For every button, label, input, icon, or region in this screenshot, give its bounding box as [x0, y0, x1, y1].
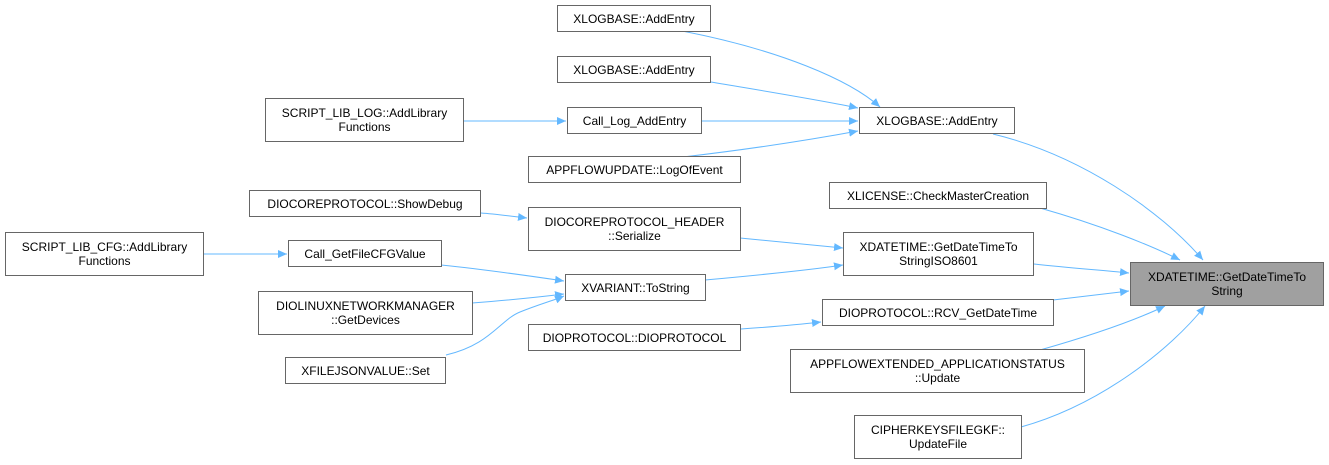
script-lib-cfg-node[interactable]: SCRIPT_LIB_CFG::AddLibrary Functions	[5, 232, 204, 276]
appflowextended-update-label-2: ::Update	[914, 371, 961, 385]
xfilejsonvalue-set-node[interactable]: XFILEJSONVALUE::Set	[285, 357, 446, 384]
xdatetime-getdatetimetostring-focus-node: XDATETIME::GetDateTimeTo String	[1130, 262, 1324, 306]
edge-xfilejson-to-xvariant	[445, 295, 565, 356]
xlogbase-addentry-main-node[interactable]: XLOGBASE::AddEntry	[859, 107, 1015, 134]
xlogbase-addentry-second-label: XLOGBASE::AddEntry	[573, 62, 695, 77]
diocoreprotocol-showdebug-node[interactable]: DIOCOREPROTOCOL::ShowDebug	[249, 190, 481, 217]
xfilejsonvalue-set-label: XFILEJSONVALUE::Set	[301, 363, 430, 378]
xdatetime-iso8601-label-2: StringISO8601	[899, 254, 978, 268]
edge-main-to-target	[992, 133, 1204, 261]
edge-iso8601-to-target	[1033, 263, 1130, 277]
xlogbase-addentry-top-label: XLOGBASE::AddEntry	[573, 11, 695, 26]
dioprotocol-rcv-getdatetime-label: DIOPROTOCOL::RCV_GetDateTime	[838, 305, 1038, 320]
edge-call-cfg-to-xvariant	[440, 264, 565, 284]
edge-showdebug-to-header	[480, 212, 528, 221]
edge-appflowupdate-to-main	[682, 128, 859, 158]
call-log-addentry-label: Call_Log_AddEntry	[582, 113, 687, 128]
cipherkeysfilegkf-label-2: UpdateFile	[908, 437, 968, 451]
edge-xlogbase-second-to-main	[710, 81, 859, 111]
edge-appflowextended-to-target	[1039, 305, 1166, 351]
appflowextended-update-label-1: APPFLOWEXTENDED_APPLICATIONSTATUS	[810, 357, 1065, 371]
xlogbase-addentry-main-label: XLOGBASE::AddEntry	[876, 113, 998, 128]
diocoreprotocol-header-serialize-node[interactable]: DIOCOREPROTOCOL_HEADER ::Serialize	[528, 207, 741, 251]
script-lib-log-label-1: SCRIPT_LIB_LOG::AddLibrary	[281, 106, 448, 120]
edge-xlogbase-top-to-main	[681, 30, 881, 108]
edge-diolinux-to-xvariant	[471, 291, 565, 304]
xvariant-tostring-label: XVARIANT::ToString	[581, 280, 690, 295]
edge-dioprotocol-to-rcv	[740, 319, 822, 330]
cipherkeysfilegkf-updatefile-node[interactable]: CIPHERKEYSFILEGKF:: UpdateFile	[854, 415, 1022, 459]
edge-xvariant-to-iso8601	[704, 262, 844, 281]
xlicense-checkmastercreation-label: XLICENSE::CheckMasterCreation	[846, 188, 1030, 203]
dioprotocol-dioprotocol-label: DIOPROTOCOL::DIOPROTOCOL	[542, 330, 727, 345]
script-lib-log-node[interactable]: SCRIPT_LIB_LOG::AddLibrary Functions	[265, 98, 464, 142]
diolinuxnetworkmanager-label-2: ::GetDevices	[331, 313, 400, 327]
xdatetime-getdatetimetostring-label-1: XDATETIME::GetDateTimeTo	[1147, 270, 1307, 284]
dioprotocol-rcv-getdatetime-node[interactable]: DIOPROTOCOL::RCV_GetDateTime	[822, 299, 1054, 326]
diolinuxnetworkmanager-getdevices-node[interactable]: DIOLINUXNETWORKMANAGER ::GetDevices	[258, 291, 473, 335]
edge-header-to-iso8601	[739, 237, 844, 252]
xdatetime-getdatetimetostring-label-2: String	[1211, 284, 1243, 298]
dioprotocol-dioprotocol-node[interactable]: DIOPROTOCOL::DIOPROTOCOL	[528, 324, 741, 351]
diocoreprotocol-header-serialize-label-1: DIOCOREPROTOCOL_HEADER	[544, 215, 725, 229]
call-getfilecfgvalue-label: Call_GetFileCFGValue	[304, 246, 426, 261]
diocoreprotocol-showdebug-label: DIOCOREPROTOCOL::ShowDebug	[267, 196, 463, 211]
call-log-addentry-node[interactable]: Call_Log_AddEntry	[567, 107, 702, 134]
script-lib-cfg-label-2: Functions	[78, 254, 131, 268]
call-getfilecfgvalue-node[interactable]: Call_GetFileCFGValue	[288, 240, 442, 267]
xdatetime-getdatetimetostringiso8601-node[interactable]: XDATETIME::GetDateTimeTo StringISO8601	[843, 232, 1034, 276]
edge-cipherkeys-to-target	[1020, 305, 1206, 428]
xlicense-checkmastercreation-node[interactable]: XLICENSE::CheckMasterCreation	[829, 182, 1047, 209]
xlogbase-addentry-second-node[interactable]: XLOGBASE::AddEntry	[557, 56, 711, 83]
script-lib-cfg-label-1: SCRIPT_LIB_CFG::AddLibrary	[21, 240, 188, 254]
xdatetime-iso8601-label-1: XDATETIME::GetDateTimeTo	[859, 240, 1018, 254]
cipherkeysfilegkf-label-1: CIPHERKEYSFILEGKF::	[870, 423, 1006, 437]
edge-rcv-to-target	[1052, 288, 1130, 301]
appflowupdate-logofevent-label: APPFLOWUPDATE::LogOfEvent	[546, 162, 723, 177]
xlogbase-addentry-top-node[interactable]: XLOGBASE::AddEntry	[557, 5, 711, 32]
appflowupdate-logofevent-node[interactable]: APPFLOWUPDATE::LogOfEvent	[528, 156, 741, 183]
appflowextended-update-node[interactable]: APPFLOWEXTENDED_APPLICATIONSTATUS ::Upda…	[790, 349, 1085, 393]
diolinuxnetworkmanager-label-1: DIOLINUXNETWORKMANAGER	[276, 299, 455, 313]
diocoreprotocol-header-serialize-label-2: ::Serialize	[608, 229, 661, 243]
edge-xlicense-to-target	[1039, 207, 1181, 261]
script-lib-log-label-2: Functions	[338, 120, 391, 134]
xvariant-tostring-node[interactable]: XVARIANT::ToString	[565, 274, 706, 301]
